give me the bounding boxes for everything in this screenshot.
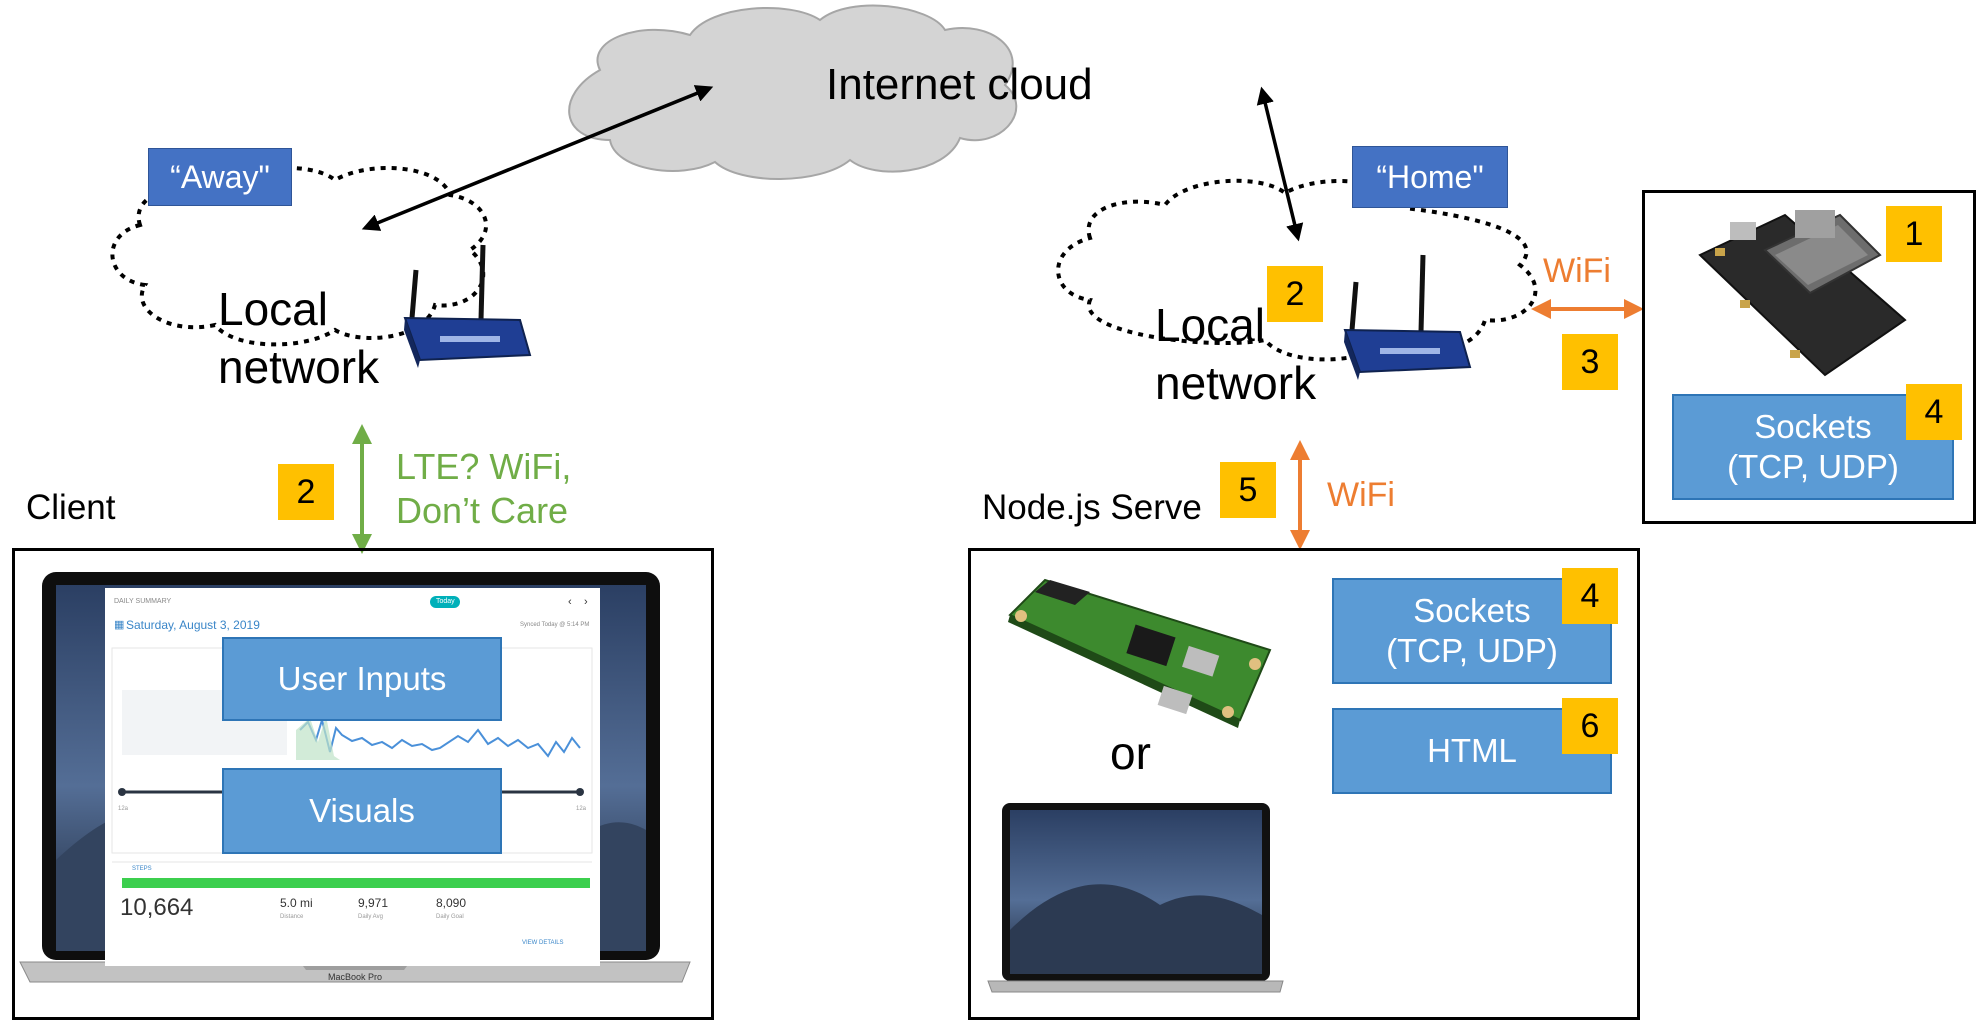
sockets-device-box: Sockets (TCP, UDP) bbox=[1672, 394, 1954, 500]
number-badge-6: 6 bbox=[1562, 698, 1618, 754]
visuals-label: Visuals bbox=[309, 792, 415, 830]
app-today-button[interactable]: Today bbox=[436, 598, 455, 605]
app-synced: Synced Today @ 5:14 PM bbox=[520, 622, 590, 628]
app-daily-avg-label: Daily Avg bbox=[358, 914, 383, 920]
app-next-icon[interactable]: › bbox=[584, 596, 588, 608]
app-axis-right: 12a bbox=[576, 806, 587, 812]
user-inputs-box: User Inputs bbox=[222, 637, 502, 721]
app-distance-label: Distance bbox=[280, 914, 304, 920]
app-header: DAILY SUMMARY bbox=[114, 598, 172, 605]
sockets-device-line1: Sockets bbox=[1754, 408, 1872, 446]
device-frame bbox=[1642, 190, 1976, 524]
or-label: or bbox=[1110, 727, 1151, 779]
number-badge-1: 1 bbox=[1886, 206, 1942, 262]
visuals-box: Visuals bbox=[222, 768, 502, 854]
router-icon-left bbox=[403, 244, 532, 368]
client-frame bbox=[12, 548, 714, 1020]
arrow-away-to-internet bbox=[361, 85, 714, 231]
home-tag: “Home" bbox=[1352, 146, 1508, 208]
number-badge-2-right: 2 bbox=[1267, 266, 1323, 322]
user-inputs-label: User Inputs bbox=[277, 660, 447, 698]
arrow-internet-to-home bbox=[1256, 86, 1304, 242]
raspberry-pi-zero-icon bbox=[1008, 578, 1272, 728]
client-label: Client bbox=[26, 488, 116, 527]
wifi-label-device: WiFi bbox=[1543, 252, 1611, 290]
number-badge-4-device: 4 bbox=[1906, 384, 1962, 440]
app-daily-goal-value: 8,090 bbox=[436, 896, 467, 910]
sockets-server-line2: (TCP, UDP) bbox=[1386, 632, 1558, 669]
number-badge-3: 3 bbox=[1562, 334, 1618, 390]
internet-cloud-label: Internet cloud bbox=[826, 60, 1093, 109]
number-badge-5: 5 bbox=[1220, 462, 1276, 518]
app-axis-left: 12a bbox=[118, 806, 129, 812]
lte-wifi-label-line1: LTE? WiFi, bbox=[396, 446, 572, 487]
app-calendar-icon: ▦ bbox=[114, 619, 125, 631]
sockets-server-line1: Sockets bbox=[1413, 592, 1531, 630]
number-badge-4-server: 4 bbox=[1562, 568, 1618, 624]
local-network-right-line1: Local bbox=[1155, 299, 1265, 351]
sockets-device-line2: (TCP, UDP) bbox=[1727, 448, 1899, 485]
wifi-label-server: WiFi bbox=[1327, 476, 1395, 514]
app-view-details-link[interactable]: VIEW DETAILS bbox=[522, 940, 564, 946]
server-laptop-icon bbox=[987, 803, 1284, 993]
lte-wifi-label-line2: Don’t Care bbox=[396, 490, 569, 531]
local-network-left-line1: Local bbox=[218, 283, 328, 335]
esp32-board-icon bbox=[1698, 210, 1907, 377]
app-distance-value: 5.0 mi bbox=[280, 896, 313, 910]
router-icon-right bbox=[1343, 254, 1472, 380]
server-label: Node.js Serve bbox=[982, 488, 1202, 527]
app-daily-avg-value: 9,971 bbox=[358, 896, 389, 910]
app-date: Saturday, August 3, 2019 bbox=[126, 618, 260, 632]
app-prev-icon[interactable]: ‹ bbox=[568, 596, 572, 608]
app-steps-label: STEPS bbox=[132, 866, 152, 872]
html-label: HTML bbox=[1427, 732, 1517, 770]
away-tag: “Away" bbox=[148, 148, 292, 206]
server-frame bbox=[968, 548, 1640, 1020]
local-network-left-line2: network bbox=[218, 341, 380, 393]
number-badge-2-left: 2 bbox=[278, 464, 334, 520]
app-daily-goal-label: Daily Goal bbox=[436, 914, 464, 920]
laptop-model-label: MacBook Pro bbox=[328, 972, 383, 982]
local-network-right-line2: network bbox=[1155, 357, 1317, 409]
app-steps-value: 10,664 bbox=[120, 894, 194, 921]
